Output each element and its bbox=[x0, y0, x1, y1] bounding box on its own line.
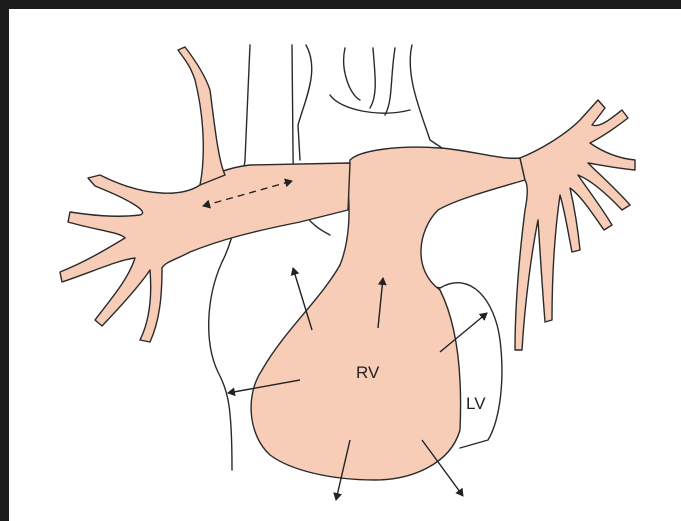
aorta bbox=[298, 45, 445, 160]
diagram-canvas: RV LV bbox=[9, 9, 681, 521]
aortic-arch-branches bbox=[330, 48, 410, 115]
label-lv: LV bbox=[466, 394, 486, 413]
superior-vena-cava bbox=[209, 45, 250, 470]
label-rv: RV bbox=[356, 363, 380, 382]
right-pulmonary-branch bbox=[515, 100, 635, 350]
heart-diagram: RV LV bbox=[9, 9, 681, 521]
left-upper-pulmonary-twig bbox=[178, 47, 225, 185]
